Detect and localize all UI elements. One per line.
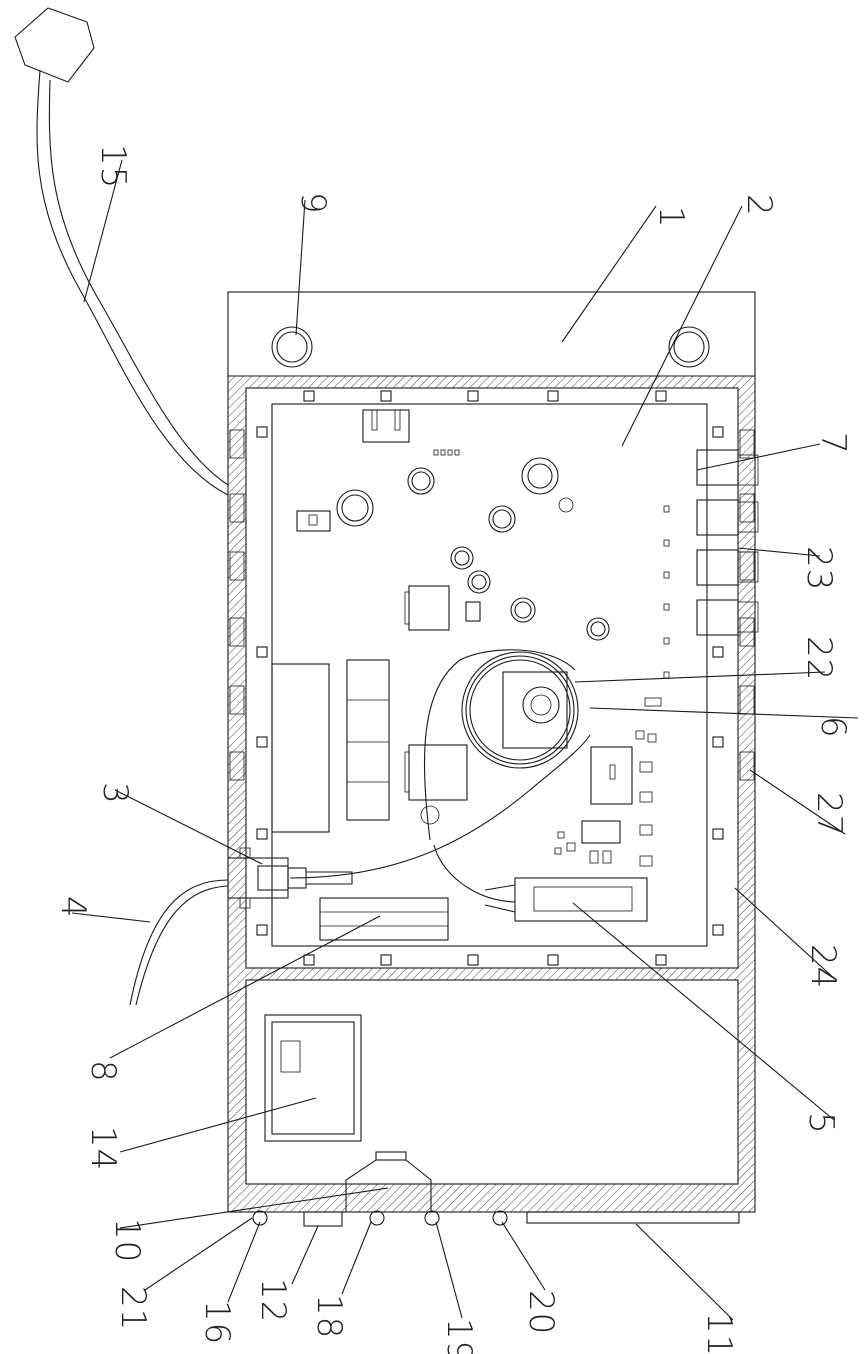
callout-10: 10 bbox=[107, 1218, 147, 1263]
callout-4: 4 bbox=[53, 896, 93, 919]
screw bbox=[713, 427, 723, 437]
screw bbox=[713, 925, 723, 935]
screw bbox=[257, 737, 267, 747]
callout-1: 1 bbox=[651, 206, 691, 229]
screw bbox=[257, 427, 267, 437]
callout-18: 18 bbox=[309, 1294, 349, 1339]
callout-16: 16 bbox=[197, 1300, 237, 1345]
screw bbox=[257, 925, 267, 935]
callout-3: 3 bbox=[95, 782, 135, 805]
screw bbox=[656, 955, 666, 965]
screw bbox=[548, 391, 558, 401]
screw bbox=[656, 391, 666, 401]
callout-23: 23 bbox=[799, 546, 839, 591]
screw bbox=[468, 955, 478, 965]
callout-11: 11 bbox=[699, 1312, 739, 1354]
housing bbox=[228, 292, 755, 1212]
callout-22: 22 bbox=[799, 636, 839, 681]
callout-9: 9 bbox=[293, 192, 333, 215]
screw bbox=[257, 829, 267, 839]
callout-7: 7 bbox=[813, 432, 853, 455]
antenna bbox=[15, 8, 228, 495]
screw bbox=[713, 647, 723, 657]
mounting-holes bbox=[272, 327, 709, 367]
screw bbox=[304, 955, 314, 965]
screw bbox=[713, 737, 723, 747]
callout-19: 19 bbox=[439, 1318, 479, 1354]
screw bbox=[548, 955, 558, 965]
frame-screws bbox=[257, 391, 723, 965]
callout-6: 6 bbox=[813, 716, 853, 739]
screw bbox=[468, 391, 478, 401]
screw bbox=[713, 829, 723, 839]
board-components bbox=[130, 410, 758, 1226]
callout-2: 2 bbox=[739, 194, 779, 217]
callout-27: 27 bbox=[809, 792, 849, 837]
callout-20: 20 bbox=[521, 1290, 561, 1335]
callout-21: 21 bbox=[113, 1286, 153, 1331]
side-ribs bbox=[230, 430, 754, 780]
screw bbox=[257, 647, 267, 657]
callout-8: 8 bbox=[83, 1060, 123, 1083]
callout-14: 14 bbox=[83, 1126, 123, 1171]
callout-5: 5 bbox=[801, 1112, 841, 1135]
callout-24: 24 bbox=[803, 944, 843, 989]
screw bbox=[381, 955, 391, 965]
screw bbox=[304, 391, 314, 401]
callout-12: 12 bbox=[253, 1278, 293, 1323]
screw bbox=[381, 391, 391, 401]
callout-labels: 1 2 3 4 5 6 7 8 9 10 11 12 14 15 16 18 1… bbox=[53, 144, 853, 1354]
callout-15: 15 bbox=[93, 144, 133, 189]
